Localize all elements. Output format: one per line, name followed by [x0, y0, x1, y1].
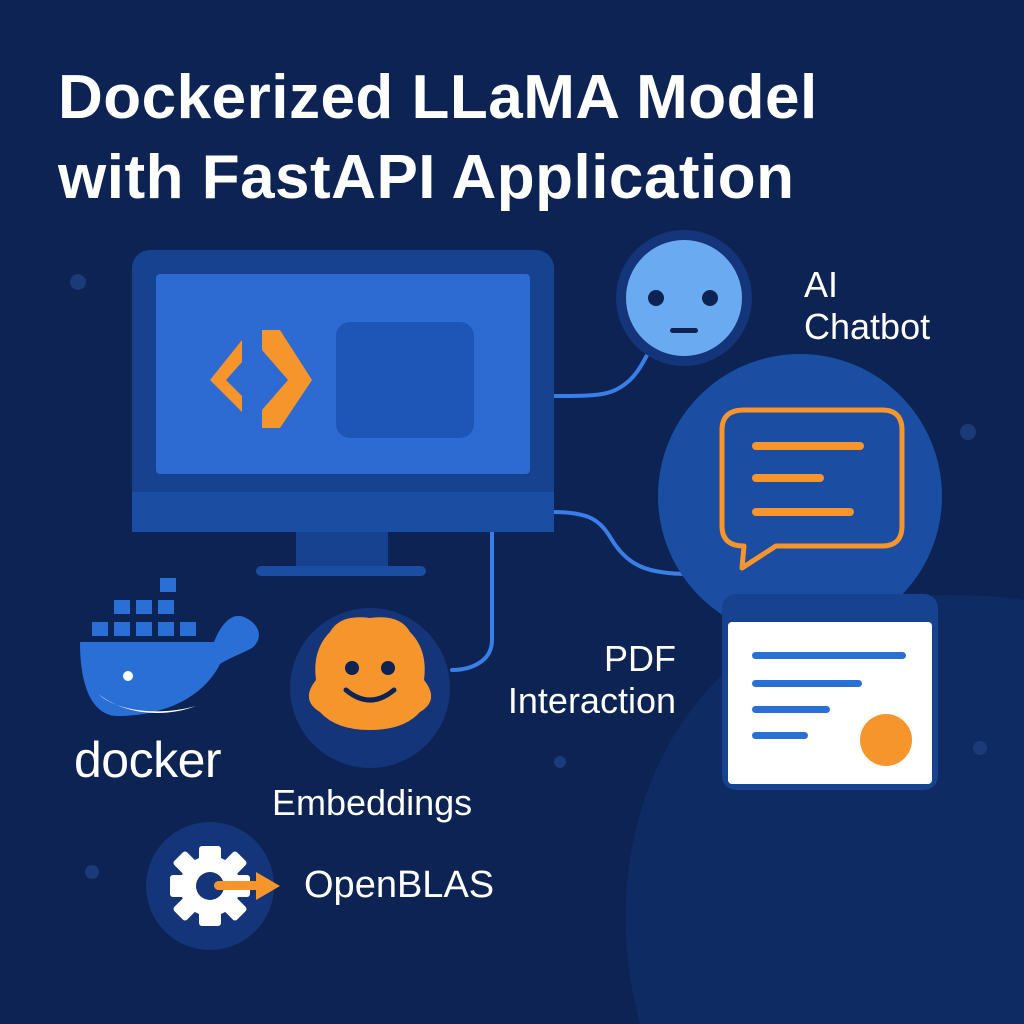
- ai-chatbot-label-line-1: AI: [804, 264, 839, 305]
- gear-icon: [146, 822, 280, 950]
- docker-label: docker: [74, 732, 222, 788]
- title-line-1: Dockerized LLaMA Model: [58, 63, 818, 132]
- document-icon: [722, 594, 938, 790]
- connector-monitor-embeddings: [450, 530, 494, 672]
- face-icon: [616, 230, 752, 366]
- code-brackets-icon: [210, 330, 312, 428]
- pdf-interaction-label-line-1: PDF: [604, 638, 676, 679]
- ai-chatbot-label-line-2: Chatbot: [804, 306, 931, 347]
- pdf-interaction-label-line-2: Interaction: [507, 680, 676, 721]
- embeddings-label: Embeddings: [272, 782, 473, 823]
- decorative-dots: [70, 274, 987, 879]
- chat-bubble-icon: [658, 354, 942, 638]
- connector-lines: [450, 348, 692, 672]
- openblas-label: OpenBLAS: [304, 864, 495, 906]
- monitor-icon: [132, 250, 554, 576]
- docker-whale-icon: [80, 578, 259, 716]
- connector-monitor-chat: [550, 510, 692, 576]
- ai-chatbot-label: AI Chatbot: [804, 264, 930, 348]
- pdf-interaction-label: PDF Interaction: [480, 638, 676, 722]
- monitor-panel: [336, 322, 474, 438]
- arrow-icon: [214, 872, 280, 900]
- title-line-2: with FastAPI Application: [58, 143, 795, 212]
- diagram-title: Dockerized LLaMA Model with FastAPI Appl…: [58, 58, 818, 218]
- connector-monitor-chatbot: [550, 348, 652, 398]
- hugging-face-icon: [290, 608, 450, 768]
